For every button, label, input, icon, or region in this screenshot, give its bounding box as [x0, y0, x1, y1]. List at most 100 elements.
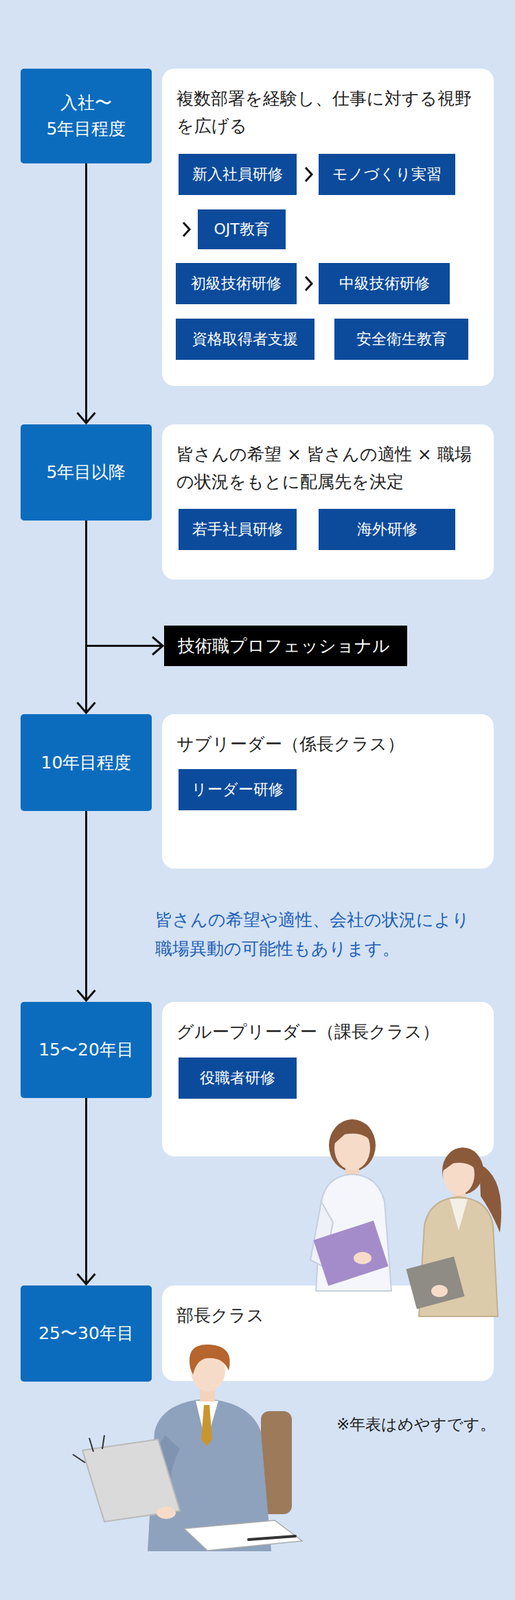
arrow-head: [77, 1273, 96, 1285]
shirt: [195, 1400, 219, 1444]
connector-line: [86, 520, 165, 647]
laptop: [82, 1439, 180, 1522]
node-text: サブリーダー（係長クラス）: [176, 730, 480, 759]
shirt: [449, 1198, 468, 1231]
arrow-head: [77, 990, 96, 1001]
training-box: 新入社員研修: [178, 153, 297, 196]
node-text: グループリーダー（課長クラス）: [176, 1018, 480, 1046]
hair: [442, 1150, 479, 1173]
description-panel: 部長クラス: [162, 1285, 494, 1381]
node-text: 役職者研修: [199, 1064, 276, 1092]
suit: [147, 1398, 272, 1552]
period-box: 入社〜 5年目程度: [20, 68, 152, 164]
hand: [353, 1251, 372, 1265]
connector: [296, 276, 319, 291]
node-text: 入社〜 5年目程度: [30, 89, 143, 143]
training-box: 中級技術研修: [318, 262, 450, 305]
arrow-head: [305, 167, 312, 182]
man-at-laptop: [72, 1344, 303, 1552]
node-text: 25〜30年目: [38, 1320, 134, 1347]
folder: [313, 1220, 388, 1286]
period-box: 15〜20年目: [20, 1001, 152, 1098]
node-text: 海外研修: [357, 515, 418, 544]
pen: [248, 1536, 296, 1540]
neck: [345, 1163, 360, 1180]
node-text: 部長クラス: [176, 1301, 480, 1330]
training-box: 若手社員研修: [178, 508, 297, 551]
training-box: リーダー研修: [178, 769, 297, 811]
chair: [260, 1411, 292, 1515]
note-text: 皆さんの希望や適性、会社の状況により 職場異動の可能性もあります。: [155, 905, 485, 964]
period-box: 5年目以降: [20, 424, 152, 521]
node-text: 若手社員研修: [192, 515, 283, 544]
training-box: OJT教育: [197, 209, 286, 250]
node-text: 15〜20年目: [38, 1036, 134, 1063]
hair: [442, 1147, 484, 1195]
connector-line: [85, 810, 88, 1002]
description-panel: 複数部署を経験し、仕事に対する視野 を広げる新入社員研修 モノづくり実習 OJT教育…: [162, 68, 494, 386]
face: [190, 1349, 226, 1392]
motion-line: [89, 1437, 94, 1452]
description-panel: サブリーダー（係長クラス） リーダー研修: [162, 714, 494, 869]
footnote: ※年表はめやすです。: [336, 1413, 509, 1436]
folder: [405, 1256, 465, 1310]
training-box: 役職者研修: [178, 1057, 297, 1099]
node-text: 中級技術研修: [339, 269, 430, 298]
connector-line: [197, 195, 388, 230]
node-text: 安全衛生教育: [356, 325, 448, 353]
neck: [453, 1187, 466, 1202]
connector: [77, 163, 96, 424]
motion-line: [72, 1454, 86, 1463]
arrow-head: [183, 222, 190, 237]
neck: [199, 1383, 215, 1402]
node-text: モノづくり実習: [332, 160, 442, 189]
arm: [148, 1435, 180, 1513]
blouse: [315, 1174, 392, 1291]
connector: [77, 1097, 96, 1285]
node-text: 10年目程度: [41, 749, 132, 776]
training-box: モノづくり実習: [318, 153, 456, 196]
arrow-head: [305, 276, 312, 291]
node-text: 5年目以降: [46, 459, 127, 486]
period-box: 25〜30年目: [20, 1285, 152, 1382]
hair: [332, 1120, 375, 1146]
node-text: 初級技術研修: [190, 269, 282, 298]
connector: [77, 520, 96, 714]
career-track-box: 技術職プロフェッショナル: [164, 625, 408, 667]
connector: [77, 810, 96, 1002]
node-text: 新入社員研修: [192, 160, 283, 189]
connector-line: [85, 520, 88, 714]
connector: [183, 195, 388, 237]
connector-line: [85, 1097, 88, 1285]
jacket: [418, 1196, 498, 1317]
training-box: 安全衛生教育: [334, 318, 469, 360]
woman-right: [405, 1147, 502, 1317]
ponytail: [479, 1163, 502, 1233]
face: [334, 1126, 371, 1171]
node-text: 複数部署を経験し、仕事に対する視野 を広げる: [176, 85, 480, 141]
connector-line: [296, 174, 319, 176]
face: [442, 1153, 475, 1195]
node-text: リーダー研修: [191, 775, 284, 804]
connector-line: [85, 163, 88, 424]
description-panel: 皆さんの希望 × 皆さんの適性 × 職場 の状況をもとに配属先を決定若手社員研修…: [162, 424, 494, 580]
connector: [86, 520, 165, 656]
hair: [328, 1119, 376, 1172]
connector-line: [296, 283, 319, 285]
tie: [201, 1404, 213, 1447]
description-panel: グループリーダー（課長クラス） 役職者研修: [162, 1001, 494, 1157]
training-box: 初級技術研修: [175, 262, 297, 305]
connector: [296, 167, 319, 182]
woman-left: [310, 1119, 392, 1291]
arrow-head: [77, 702, 96, 713]
hair: [189, 1344, 231, 1375]
node-text: 技術職プロフェッショナル: [177, 634, 391, 658]
node-text: 皆さんの希望 × 皆さんの適性 × 職場 の状況をもとに配属先を決定: [176, 440, 480, 496]
node-text: OJT教育: [213, 215, 270, 244]
arrow-head: [77, 412, 96, 423]
arrow-head: [152, 637, 163, 656]
node-text: 資格取得者支援: [192, 325, 299, 353]
period-box: 10年目程度: [20, 714, 152, 811]
training-box: 海外研修: [318, 508, 456, 551]
